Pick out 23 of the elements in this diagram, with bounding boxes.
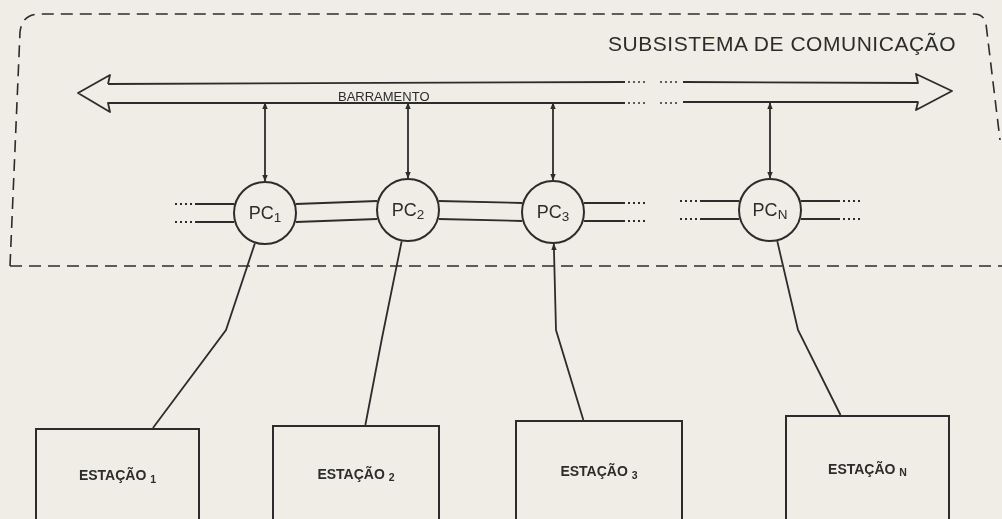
region-title: SUBSISTEMA DE COMUNICAÇÃO	[608, 31, 956, 57]
station-box	[272, 425, 440, 519]
node-label: PC$_{2}$	[391, 198, 425, 224]
connector	[767, 102, 773, 179]
connector	[262, 102, 268, 182]
connector	[550, 102, 556, 181]
connector	[551, 243, 585, 421]
subsystem-region	[8, 10, 1002, 268]
station-box	[785, 415, 950, 519]
bus-arrow	[76, 72, 954, 114]
station-label: ESTAÇÃO $_{2}$	[317, 464, 395, 485]
bus-label: BARRAMENTO	[338, 88, 430, 106]
station-box	[515, 420, 683, 519]
node-label: PC$_{3}$	[536, 200, 570, 226]
station-label: ESTAÇÃO $_{3}$	[560, 462, 638, 482]
station-label: ESTAÇÃO $_{1}$	[78, 466, 157, 486]
connector	[405, 102, 411, 179]
node-label: PC$_{N}$	[752, 198, 788, 224]
station-label: ESTAÇÃO $_{N}$	[828, 459, 907, 480]
connector	[776, 240, 842, 416]
node-label: PC$_{1}$	[248, 201, 282, 227]
connector	[364, 240, 403, 426]
station-box	[35, 428, 200, 519]
